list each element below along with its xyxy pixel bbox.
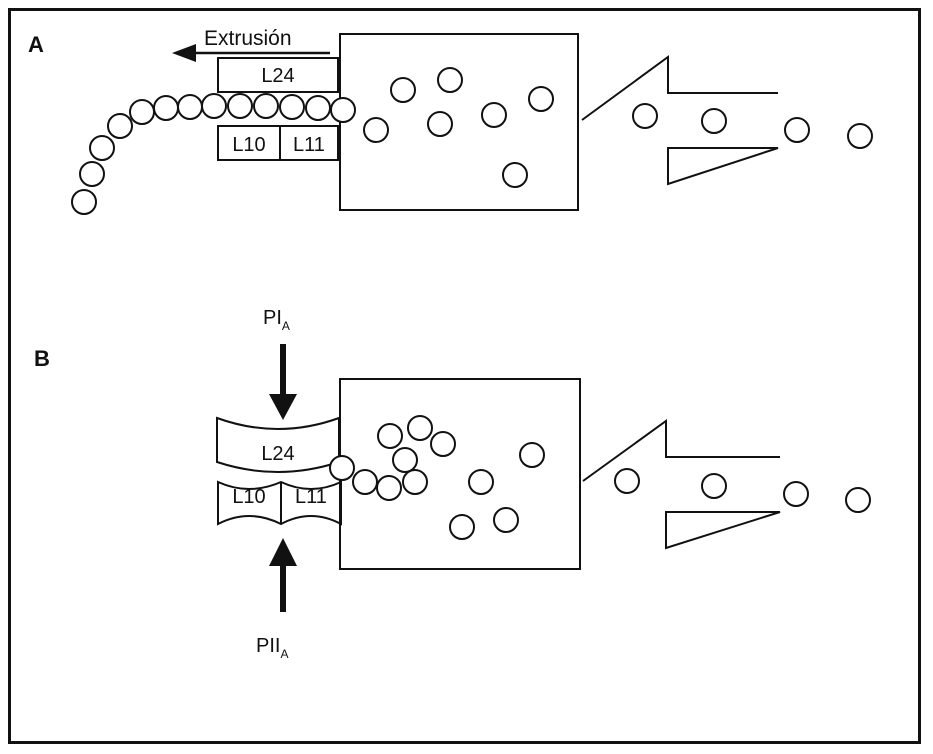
panel-b-label: B <box>34 346 50 371</box>
top-inhibitor-arrow <box>269 344 297 420</box>
panel-a-label: A <box>28 32 44 57</box>
ribosome-body-a <box>340 34 578 210</box>
protein-l10-label-b: L10 <box>232 486 265 508</box>
amino-acids-inside-b <box>450 443 544 539</box>
bottom-inhibitor-label: PIIA <box>256 635 288 661</box>
incoming-arrow-b <box>583 421 780 548</box>
nascent-chain-b <box>330 416 455 500</box>
protein-l11-label-a: L11 <box>293 134 325 156</box>
incoming-amino-acids-a <box>633 104 872 148</box>
bottom-inhibitor-arrow <box>269 538 297 612</box>
protein-l24-label-a: L24 <box>261 65 294 87</box>
incoming-arrow-a <box>582 57 778 184</box>
top-inhibitor-label: PIA <box>263 307 290 333</box>
protein-l24-label-b: L24 <box>261 443 294 465</box>
incoming-amino-acids-b <box>615 469 870 512</box>
extrusion-label: Extrusión <box>204 27 292 50</box>
protein-l10-label-a: L10 <box>232 134 265 156</box>
protein-l11-label-b: L11 <box>295 486 327 508</box>
amino-acids-inside-a <box>364 68 553 187</box>
ribosome-body-b <box>340 379 580 569</box>
